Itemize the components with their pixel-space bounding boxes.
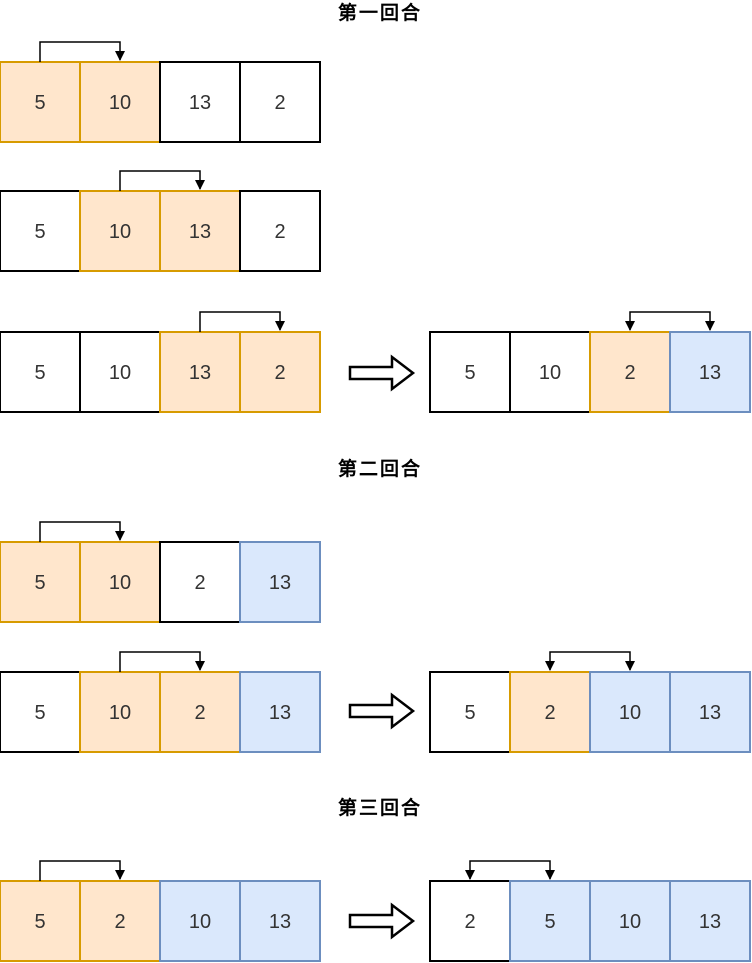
array-cell-orange [159, 190, 241, 272]
round-1-title: 第一回合 [337, 3, 422, 24]
cell-value: 5 [34, 911, 45, 933]
array-round2-step1: 5 10 2 13 [0, 541, 321, 623]
cell-value: 10 [619, 911, 641, 933]
array-cell-orange [79, 541, 161, 623]
array-cell-orange [79, 190, 161, 272]
cell-value: 5 [544, 911, 555, 933]
result-arrow-icon-round2 [348, 692, 416, 730]
cell-value: 5 [464, 362, 475, 384]
array-cell-white [509, 331, 591, 413]
cell-value: 2 [274, 362, 285, 384]
array-round1-step1: 5 10 13 2 [0, 61, 321, 143]
array-cell-white [159, 541, 241, 623]
array-cell-blue [669, 671, 751, 753]
cell-value: 10 [109, 92, 131, 114]
compare-arrow-r3s1 [39, 860, 125, 881]
array-round1-step2: 5 10 13 2 [0, 190, 321, 272]
cell-value: 2 [274, 221, 285, 243]
cell-value: 13 [189, 92, 211, 114]
cell-value: 13 [189, 221, 211, 243]
swap-arrow-r3res [465, 860, 555, 880]
cell-value: 2 [624, 362, 635, 384]
array-cell-blue [669, 880, 751, 962]
array-cell-blue [589, 880, 671, 962]
cell-value: 13 [699, 911, 721, 933]
cell-value: 5 [34, 572, 45, 594]
array-round2-step2: 5 10 2 13 [0, 671, 321, 753]
array-cell-blue [159, 880, 241, 962]
cell-value: 13 [699, 702, 721, 724]
cell-value: 5 [34, 362, 45, 384]
cell-value: 10 [109, 702, 131, 724]
cell-value: 13 [269, 702, 291, 724]
cell-value: 13 [189, 362, 211, 384]
cell-value: 13 [269, 911, 291, 933]
cell-value: 10 [539, 362, 561, 384]
cell-value: 2 [194, 702, 205, 724]
cell-value: 13 [269, 572, 291, 594]
cell-value: 5 [34, 92, 45, 114]
array-cell-orange [0, 880, 81, 962]
array-cell-white [159, 61, 241, 143]
array-cell-orange [159, 331, 241, 413]
cell-value: 10 [619, 702, 641, 724]
cell-value: 5 [34, 702, 45, 724]
cell-value: 2 [274, 92, 285, 114]
round-2-title: 第二回合 [337, 459, 422, 480]
compare-arrow-r1s2 [119, 170, 205, 191]
array-cell-white [239, 190, 321, 272]
cell-value: 2 [544, 702, 555, 724]
array-cell-orange [509, 671, 591, 753]
array-cell-white [429, 880, 511, 962]
compare-arrow-r1s3 [199, 311, 285, 332]
array-round2-result: 5 2 10 13 [429, 671, 751, 753]
cell-value: 10 [109, 221, 131, 243]
array-round3-result: 2 5 10 13 [429, 880, 751, 962]
array-cell-blue [239, 880, 321, 962]
cell-value: 2 [464, 911, 475, 933]
cell-value: 2 [194, 572, 205, 594]
array-cell-orange [79, 880, 161, 962]
array-cell-blue [239, 671, 321, 753]
array-cell-blue [239, 541, 321, 623]
result-arrow-icon-round3 [348, 902, 416, 940]
cell-value: 10 [189, 911, 211, 933]
cell-value: 13 [699, 362, 721, 384]
array-cell-orange [239, 331, 321, 413]
array-cell-orange [159, 671, 241, 753]
array-cell-white [0, 190, 81, 272]
result-arrow-icon-round1 [348, 354, 416, 392]
compare-arrow-r2s2 [119, 651, 205, 672]
array-round3-step1: 5 2 10 13 [0, 880, 321, 962]
array-round1-step3: 5 10 13 2 [0, 331, 321, 413]
cell-value: 2 [114, 911, 125, 933]
cell-value: 5 [464, 702, 475, 724]
compare-arrow-r1s1 [39, 41, 125, 62]
swap-arrow-r2res [545, 651, 635, 671]
array-cell-white [79, 331, 161, 413]
array-cell-white [239, 61, 321, 143]
compare-arrow-r2s1 [39, 521, 125, 542]
swap-arrow-r1res [625, 311, 715, 331]
round-3-title: 第三回合 [337, 798, 422, 819]
cell-value: 5 [34, 221, 45, 243]
array-cell-blue [669, 331, 751, 413]
cell-value: 10 [109, 572, 131, 594]
cell-value: 10 [109, 362, 131, 384]
array-cell-white [429, 331, 511, 413]
array-round1-result: 5 10 2 13 [429, 331, 751, 413]
